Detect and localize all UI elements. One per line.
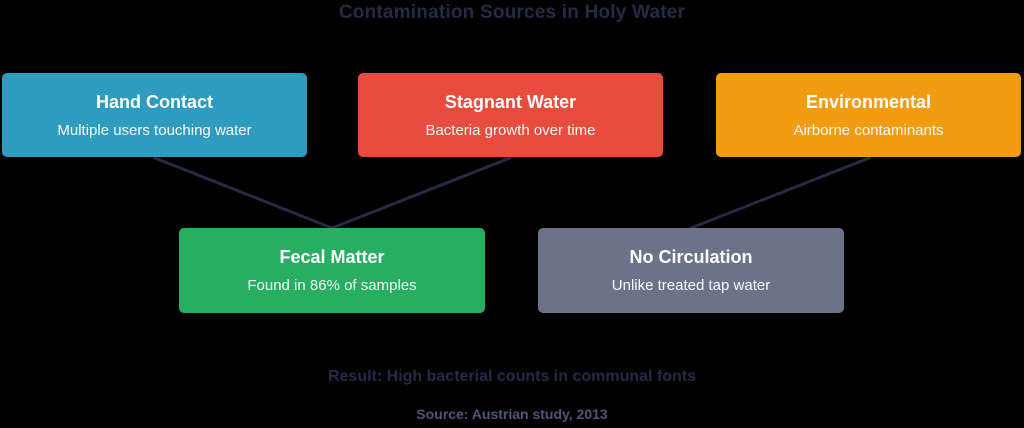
node-stagnant-water-label: Stagnant Water <box>444 91 577 112</box>
edge-hand-contact-to-fecal-matter <box>153 156 334 230</box>
source-annotation: Source: Austrian study, 2013 <box>416 406 608 422</box>
edge-environmental-to-no-circulation <box>689 156 871 230</box>
node-stagnant-water: Stagnant Water Bacteria growth over time <box>358 73 663 157</box>
node-no-circulation-sublabel: Unlike treated tap water <box>611 277 771 294</box>
node-hand-contact: Hand Contact Multiple users touching wat… <box>2 73 307 157</box>
node-fecal-matter-label: Fecal Matter <box>279 247 385 267</box>
node-stagnant-water-sublabel: Bacteria growth over time <box>425 121 596 139</box>
node-hand-contact-sublabel: Multiple users touching water <box>57 121 252 139</box>
node-no-circulation: No Circulation Unlike treated tap water <box>538 228 844 313</box>
node-no-circulation-label: No Circulation <box>629 247 753 267</box>
node-fecal-matter-sublabel: Found in 86% of samples <box>247 277 417 294</box>
diagram-title: Contamination Sources in Holy Water <box>338 2 686 23</box>
node-fecal-matter: Fecal Matter Found in 86% of samples <box>179 228 485 313</box>
node-hand-contact-label: Hand Contact <box>96 91 213 112</box>
node-environmental-sublabel: Airborne contaminants <box>793 121 944 139</box>
node-environmental-label: Environmental <box>805 91 932 112</box>
node-environmental: Environmental Airborne contaminants <box>716 73 1021 157</box>
edge-stagnant-water-to-fecal-matter <box>330 156 512 230</box>
result-annotation: Result: High bacterial counts in communa… <box>327 368 697 385</box>
